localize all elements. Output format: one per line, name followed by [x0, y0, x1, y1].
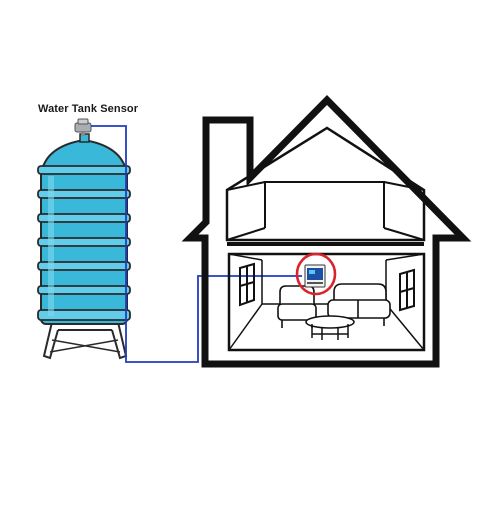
display-unit-icon	[304, 264, 326, 288]
water-tank-icon	[37, 133, 131, 360]
tank-sensor-icon	[74, 118, 92, 136]
sensor-label: Water Tank Sensor	[38, 103, 139, 115]
coffee-table-icon	[305, 315, 355, 340]
attic-outline	[225, 126, 426, 242]
house-icon	[181, 95, 472, 368]
right-window-icon	[399, 268, 415, 312]
house-outline	[181, 95, 472, 368]
left-window-icon	[239, 262, 255, 307]
tank-legs	[42, 321, 128, 360]
sofa-icon	[327, 283, 391, 326]
display-highlight-ring	[295, 252, 337, 296]
room-outline	[227, 252, 426, 352]
tank-highlight	[48, 176, 54, 316]
attic-back-wall	[264, 181, 385, 228]
room-back-wall	[261, 260, 387, 305]
sensor-wire	[91, 125, 302, 363]
tank-bands	[37, 165, 131, 321]
